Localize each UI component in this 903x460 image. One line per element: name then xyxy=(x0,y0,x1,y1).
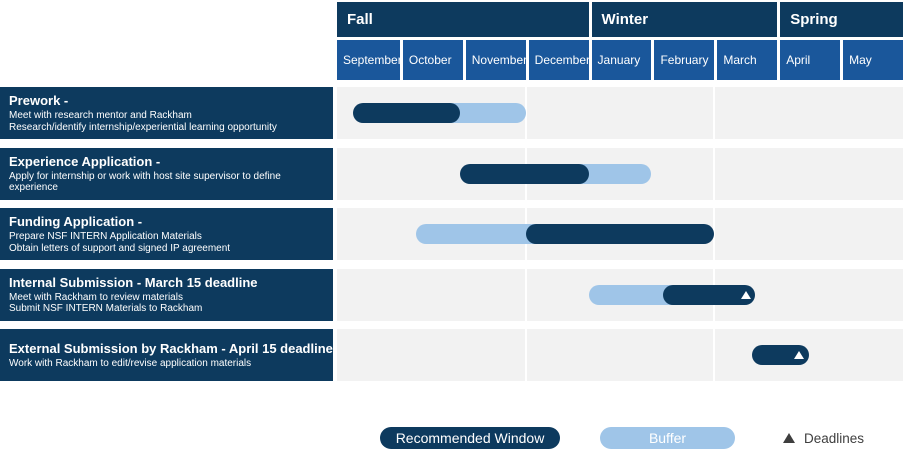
task-title: Prework - xyxy=(9,93,69,108)
task-row-prework: Prework - Meet with research mentor and … xyxy=(0,87,903,139)
month-header-november: November xyxy=(465,40,527,80)
recommended-window-bar xyxy=(752,345,809,365)
task-label-panel: Experience Application - Apply for inter… xyxy=(0,147,333,200)
recommended-window-bar xyxy=(525,224,715,244)
task-description-line: Obtain letters of support and signed IP … xyxy=(9,242,231,254)
legend-buffer-pill: Buffer xyxy=(600,427,735,449)
legend-deadlines-item: Deadlines xyxy=(783,427,864,449)
task-description-line: Meet with research mentor and Rackham xyxy=(9,110,192,121)
month-header-march: March xyxy=(717,40,778,80)
task-title: Internal Submission - March 15 deadline xyxy=(9,274,258,290)
timeline-bars xyxy=(337,269,903,321)
buffer-bar xyxy=(415,224,545,244)
task-row-experience-application: Experience Application - Apply for inter… xyxy=(0,147,903,200)
month-header-january: January xyxy=(591,40,652,80)
task-label-panel: External Submission by Rackham - April 1… xyxy=(0,329,333,381)
timeline-cell xyxy=(337,329,903,381)
task-label-panel: Funding Application - Prepare NSF INTERN… xyxy=(0,208,333,260)
season-header-spring: Spring xyxy=(780,2,903,37)
task-description-line: experience xyxy=(9,182,58,193)
legend: Recommended Window Buffer Deadlines xyxy=(0,427,903,449)
task-description-line: Submit NSF INTERN Materials to Rackham xyxy=(9,303,203,314)
task-title: External Submission by Rackham - April 1… xyxy=(9,340,333,356)
timeline-bars xyxy=(337,329,903,381)
month-header-april: April xyxy=(780,40,841,80)
task-row-external-submission: External Submission by Rackham - April 1… xyxy=(0,329,903,381)
legend-buffer-label: Buffer xyxy=(648,430,687,446)
month-header-february: February xyxy=(654,40,715,80)
task-description-line: Work with Rackham to edit/revise applica… xyxy=(9,357,252,369)
month-header-may: May xyxy=(843,40,903,80)
recommended-window-bar xyxy=(459,163,589,184)
legend-deadlines-label: Deadlines xyxy=(804,430,865,446)
recommended-window-bar xyxy=(352,103,460,123)
season-header-winter: Winter xyxy=(591,2,778,37)
buffer-bar xyxy=(437,103,526,123)
month-header-december: December xyxy=(528,40,590,80)
month-header-september: September xyxy=(337,40,402,80)
timeline-bars xyxy=(337,148,903,200)
timeline-bars xyxy=(337,87,903,139)
task-description-line: Prepare NSF INTERN Application Materials xyxy=(9,231,202,242)
task-description-line: Apply for internship or work with host s… xyxy=(9,170,281,182)
legend-recommended-window-label: Recommended Window xyxy=(395,430,545,446)
task-title: Experience Application - xyxy=(9,153,161,169)
deadline-triangle-icon xyxy=(783,433,795,443)
task-description-line: Meet with Rackham to review materials xyxy=(9,291,183,303)
deadline-triangle-icon xyxy=(740,290,751,299)
timeline-bars xyxy=(337,208,903,260)
month-header-october: October xyxy=(402,40,463,80)
task-row-funding-application: Funding Application - Prepare NSF INTERN… xyxy=(0,208,903,260)
season-header-fall: Fall xyxy=(337,2,589,37)
deadline-triangle-icon xyxy=(794,351,805,359)
buffer-bar xyxy=(588,284,683,305)
task-label-panel: Prework - Meet with research mentor and … xyxy=(0,87,333,139)
task-title: Funding Application - xyxy=(9,214,143,229)
task-label-panel: Internal Submission - March 15 deadline … xyxy=(0,268,333,321)
legend-recommended-window-pill: Recommended Window xyxy=(380,427,560,449)
task-description-line: Research/identify internship/experientia… xyxy=(9,121,277,133)
recommended-window-bar xyxy=(662,284,756,305)
task-row-internal-submission: Internal Submission - March 15 deadline … xyxy=(0,268,903,321)
